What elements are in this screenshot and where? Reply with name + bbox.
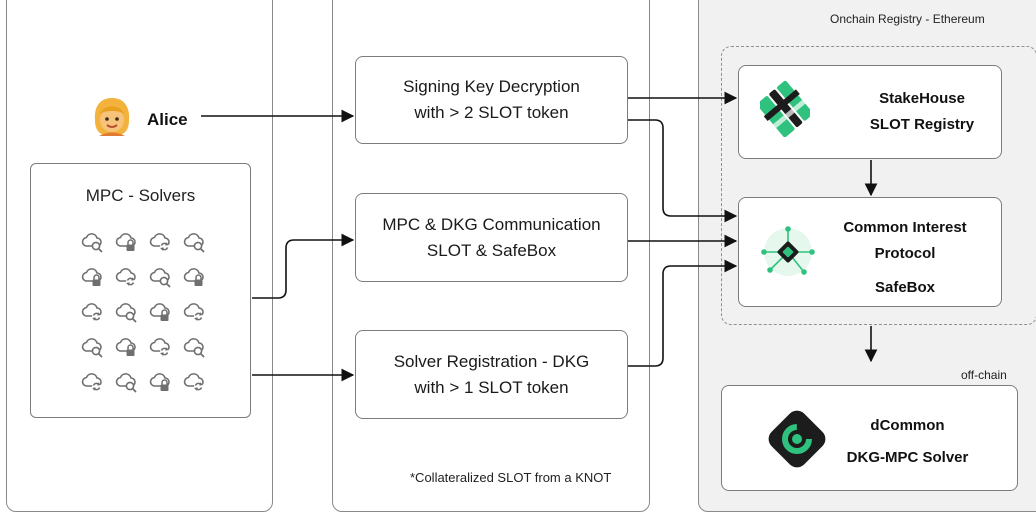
cip-title: Common Interest <box>843 219 967 236</box>
cloud-sync-icon <box>75 364 109 399</box>
dkg-mpc-solver-subtitle: DKG-MPC Solver <box>846 449 969 466</box>
cloud-lock-icon <box>75 259 109 294</box>
cloud-search-icon <box>75 329 109 364</box>
signing-key-decryption-box: Signing Key Decryption with > 2 SLOT tok… <box>355 56 628 144</box>
mpc-dkg-subtitle: SLOT & SafeBox <box>426 240 557 260</box>
cloud-lock-icon <box>143 294 177 329</box>
stakehouse-logo-icon <box>757 80 813 142</box>
slot-registry-subtitle: SLOT Registry <box>869 116 975 133</box>
arrow-signing-to-cip <box>628 119 738 223</box>
cloud-sync-icon <box>177 364 211 399</box>
signing-key-title: Signing Key Decryption <box>403 77 580 96</box>
cloud-search-icon <box>109 364 143 399</box>
dcommon-logo-icon <box>764 406 830 477</box>
cloud-search-icon <box>75 224 109 259</box>
mpc-dkg-communication-box: MPC & DKG Communication SLOT & SafeBox <box>355 193 628 282</box>
mpc-solvers-title: MPC - Solvers <box>85 186 196 205</box>
cip-subtitle: Protocol <box>874 245 936 262</box>
cloud-search-icon <box>143 259 177 294</box>
cloud-lock-icon <box>177 259 211 294</box>
alice-label: Alice <box>147 109 188 129</box>
dcommon-title: dCommon <box>870 417 945 434</box>
cloud-search-icon <box>177 224 211 259</box>
cloud-sync-icon <box>177 294 211 329</box>
offchain-label: off-chain <box>961 368 1007 382</box>
collateral-footnote: *Collateralized SLOT from a KNOT <box>410 470 612 485</box>
onchain-registry-label: Onchain Registry - Ethereum <box>830 12 985 26</box>
solver-registration-title: Solver Registration - DKG <box>393 351 590 371</box>
cloud-sync-icon <box>109 259 143 294</box>
solver-registration-box: Solver Registration - DKG with > 1 SLOT … <box>355 330 628 419</box>
alice-node: Alice <box>91 96 188 143</box>
onchain-registry-region <box>721 46 1036 325</box>
signing-key-subtitle: with > 2 SLOT token <box>414 103 569 122</box>
mpc-solvers-box: MPC - Solvers <box>30 163 251 418</box>
cloud-sync-icon <box>143 224 177 259</box>
cloud-sync-icon <box>75 294 109 329</box>
mpc-dkg-title: MPC & DKG Communication <box>382 214 601 234</box>
cloud-lock-icon <box>109 329 143 364</box>
person-avatar-icon <box>91 96 133 143</box>
stakehouse-registry-box: StakeHouse SLOT Registry <box>738 65 1002 159</box>
arrow-registration-to-cip <box>628 259 738 367</box>
cloud-sync-icon <box>143 329 177 364</box>
solver-registration-subtitle: with > 1 SLOT token <box>414 377 569 397</box>
cloud-lock-icon <box>109 224 143 259</box>
cloud-lock-icon <box>143 364 177 399</box>
safebox-label: SafeBox <box>874 279 936 296</box>
cloud-search-icon <box>177 329 211 364</box>
stakehouse-title: StakeHouse <box>879 90 965 107</box>
arrow-solvers-to-mpc-dkg <box>252 233 355 299</box>
safebox-network-icon <box>756 223 820 286</box>
solver-icon-grid <box>75 224 211 399</box>
cloud-search-icon <box>109 294 143 329</box>
